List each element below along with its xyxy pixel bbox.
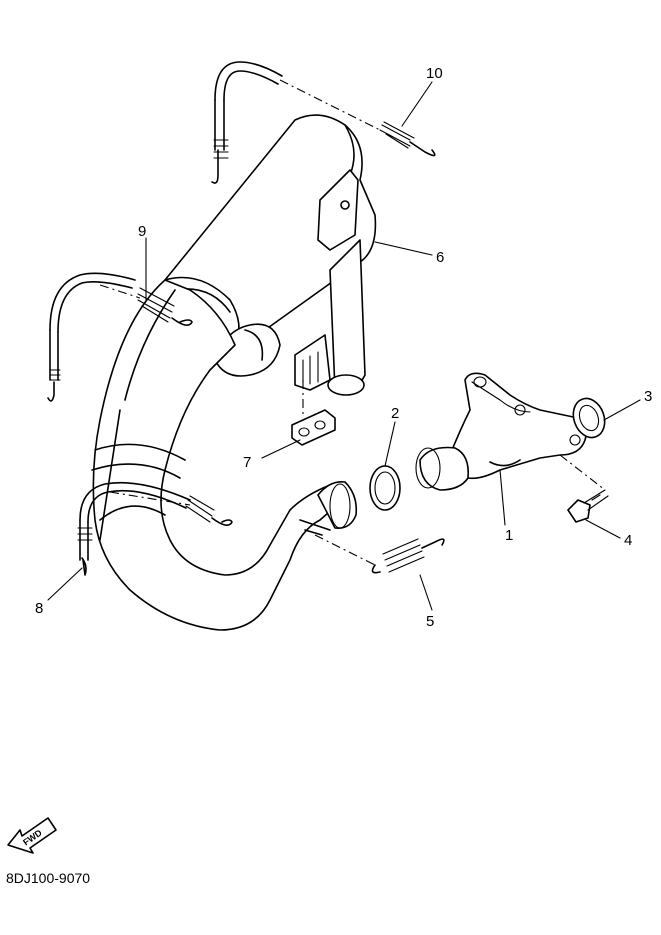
bolt-4 — [567, 489, 609, 523]
callout-8: 8 — [35, 600, 43, 617]
callout-7: 7 — [243, 454, 251, 471]
spring-9 — [47, 272, 193, 402]
fwd-arrow-icon: FWD — [7, 817, 57, 854]
spring-10 — [211, 61, 436, 184]
spring-8 — [77, 481, 233, 576]
callout-4: 4 — [624, 532, 632, 549]
callout-3: 3 — [644, 388, 652, 405]
callout-2: 2 — [391, 405, 399, 422]
spring-5 — [314, 534, 445, 574]
manifold-1 — [415, 372, 606, 491]
gasket-2 — [369, 465, 401, 511]
callout-9: 9 — [138, 223, 146, 240]
muffler-6 — [164, 114, 377, 396]
clip-7 — [291, 380, 336, 446]
leader-lines — [47, 81, 641, 611]
exhaust-pipe — [91, 279, 358, 631]
callout-6: 6 — [436, 249, 444, 266]
callout-10: 10 — [426, 65, 443, 82]
part-callouts: 1 2 3 4 5 6 7 8 9 10 — [35, 65, 652, 630]
catalog-code: 8DJ100-9070 — [6, 870, 91, 886]
gasket-3 — [572, 397, 606, 439]
callout-5: 5 — [426, 613, 434, 630]
callout-1: 1 — [505, 527, 513, 544]
